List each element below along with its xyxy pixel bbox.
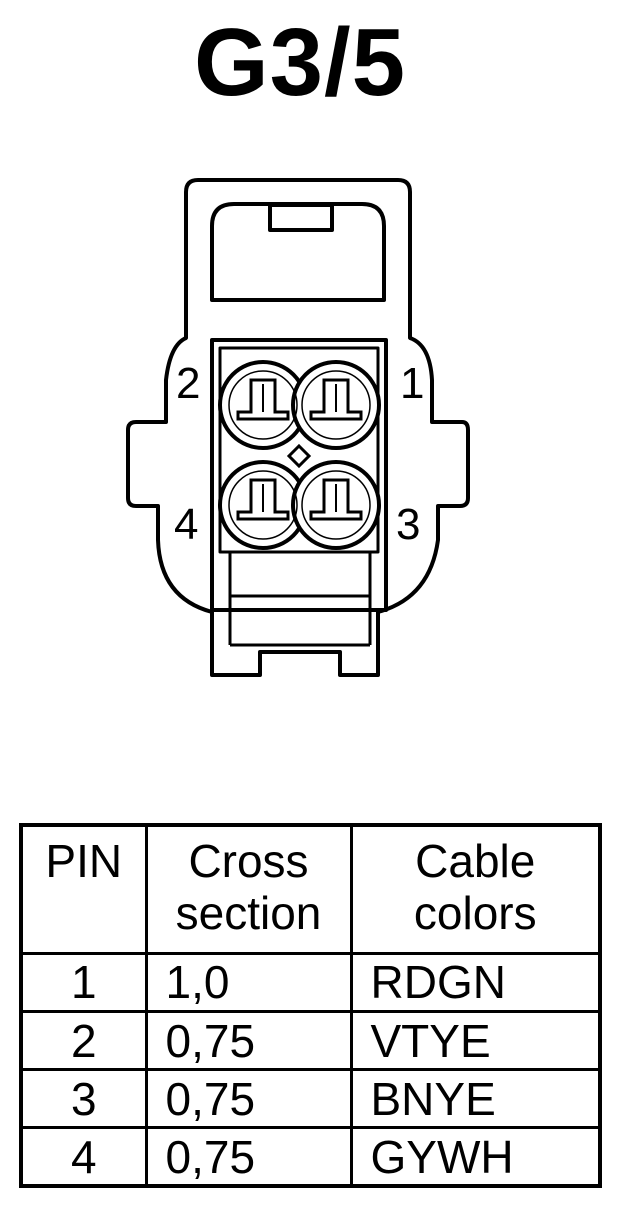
connector-housing-outline <box>126 178 470 677</box>
latch-window <box>210 202 386 302</box>
cable-color-value: BNYE <box>349 1068 602 1130</box>
header-pin: PIN <box>19 823 148 955</box>
pin-number: 4 <box>19 1126 148 1188</box>
connector-title: G3/5 <box>193 9 407 116</box>
table-row: 4 0,75 GYWH <box>19 1126 602 1188</box>
cross-section-value: 1,0 <box>144 951 353 1014</box>
cable-color-value: VTYE <box>349 1009 602 1072</box>
cross-section-value: 0,75 <box>144 1009 353 1072</box>
pin-label-1: 1 <box>400 359 424 408</box>
latch-tab <box>268 203 334 232</box>
header-cross-section: Cross section <box>144 823 353 955</box>
cable-color-value: RDGN <box>349 951 602 1014</box>
table-row: 2 0,75 VTYE <box>19 1009 602 1072</box>
table-row: 3 0,75 BNYE <box>19 1068 602 1130</box>
pin-label-3: 3 <box>396 500 420 549</box>
header-cable-colors: Cable colors <box>349 823 602 955</box>
pin-number: 3 <box>19 1068 148 1130</box>
pin-label-2: 2 <box>176 359 200 408</box>
center-key <box>286 443 312 469</box>
pin-number: 2 <box>19 1009 148 1072</box>
table-row: 1 1,0 RDGN <box>19 951 602 1014</box>
pin-label-4: 4 <box>174 500 198 549</box>
pin-number: 1 <box>19 951 148 1014</box>
cross-section-value: 0,75 <box>144 1068 353 1130</box>
cross-section-value: 0,75 <box>144 1126 353 1188</box>
pin-table-header: PIN Cross section Cable colors <box>19 823 602 955</box>
connector-drawing: 1 2 3 4 <box>126 178 470 677</box>
pin-table: PIN Cross section Cable colors 1 1,0 RDG… <box>19 823 602 1188</box>
cable-color-value: GYWH <box>349 1126 602 1188</box>
